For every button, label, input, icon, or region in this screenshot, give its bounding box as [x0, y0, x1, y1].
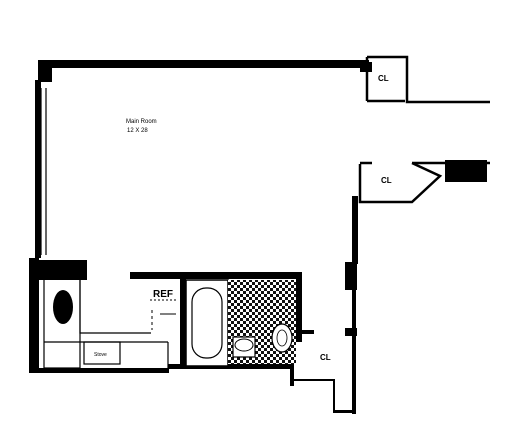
bottom-wall-left	[29, 368, 169, 373]
kitchen-wall-block	[35, 260, 87, 280]
ref-label: REF	[153, 289, 173, 300]
left-window	[40, 88, 47, 255]
left-wall	[35, 80, 41, 258]
stove	[83, 341, 121, 365]
bathroom	[185, 279, 296, 367]
top-wall	[39, 60, 369, 68]
kitchen-sink	[53, 290, 73, 324]
closet-bottom-right	[290, 379, 335, 412]
stove-label: Stove	[94, 352, 107, 358]
right-wall-lower	[352, 288, 356, 414]
closet-label-top: CL	[378, 74, 389, 83]
bath-sink-basin	[276, 329, 288, 347]
right-side-block	[445, 160, 487, 182]
closet-mid-right	[358, 161, 490, 204]
right-wall-upper	[352, 196, 358, 264]
bath-top-wall	[130, 272, 302, 279]
bathtub-inner	[191, 287, 223, 359]
right-wall-jog	[345, 262, 357, 290]
bath-right-wall	[296, 278, 302, 342]
kitchen-counter	[43, 277, 81, 369]
bottom-right-wall	[333, 410, 355, 413]
kitchen	[43, 277, 169, 369]
left-lower-wall	[29, 258, 39, 372]
walls	[29, 60, 487, 414]
closet-label-bottom: CL	[320, 353, 331, 362]
right-wall-stub	[345, 328, 357, 336]
cl-bottom-top-wall	[300, 330, 314, 334]
bottom-wall-mid	[168, 364, 292, 369]
bath-left-wall	[180, 278, 186, 366]
main-room-name: Main Room	[126, 119, 157, 125]
ref-area	[150, 299, 176, 330]
closet-label-mid: CL	[381, 176, 392, 185]
toilet-bowl	[234, 338, 254, 352]
corner-block	[38, 60, 52, 82]
closet-top-right	[365, 55, 490, 104]
main-room-dims: 12 X 28	[127, 128, 148, 134]
